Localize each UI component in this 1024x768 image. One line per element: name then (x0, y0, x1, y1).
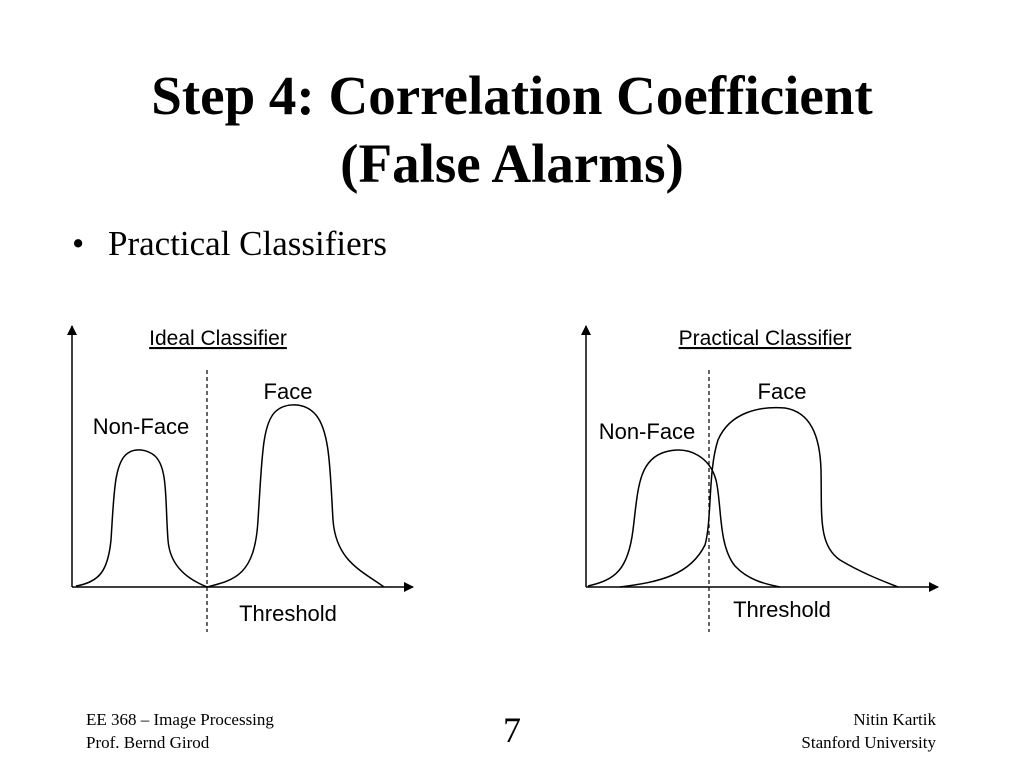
practical-threshold-label: Threshold (733, 597, 831, 622)
bullet-item: • Practical Classifiers (72, 222, 387, 266)
practical-non-face-curve (587, 449, 781, 588)
footer-author: Nitin Kartik (853, 710, 936, 729)
practical-face-label: Face (758, 379, 807, 404)
ideal-face-label: Face (264, 379, 313, 404)
ideal-face-curve (206, 404, 385, 588)
ideal-classifier-title: Ideal Classifier (149, 327, 287, 350)
footer-course: EE 368 – Image Processing (86, 710, 274, 729)
footer-left: EE 368 – Image Processing Prof. Bernd Gi… (86, 708, 274, 754)
footer-right: Nitin Kartik Stanford University (801, 708, 936, 754)
practical-face-curve (619, 406, 899, 588)
ideal-non-face-curve (75, 449, 208, 588)
ideal-non-face-label: Non-Face (93, 414, 190, 439)
page-number: 7 (503, 710, 521, 750)
bullet-icon: • (72, 224, 85, 263)
slide-title-line1: Step 4: Correlation Coefficient (151, 65, 873, 126)
practical-classifier-diagram: Practical Classifier Non-Face Face Thres… (581, 325, 939, 632)
footer-university: Stanford University (801, 733, 936, 752)
practical-non-face-label: Non-Face (599, 419, 696, 444)
slide-title: Step 4: Correlation Coefficient (False A… (0, 62, 1024, 198)
footer-professor: Prof. Bernd Girod (86, 733, 210, 752)
slide-title-line2: (False Alarms) (340, 133, 684, 194)
practical-classifier-title: Practical Classifier (679, 327, 852, 350)
ideal-classifier-diagram: Ideal Classifier Non-Face Face Threshold (67, 325, 414, 632)
ideal-threshold-label: Threshold (239, 601, 337, 626)
bullet-text: Practical Classifiers (108, 224, 387, 263)
